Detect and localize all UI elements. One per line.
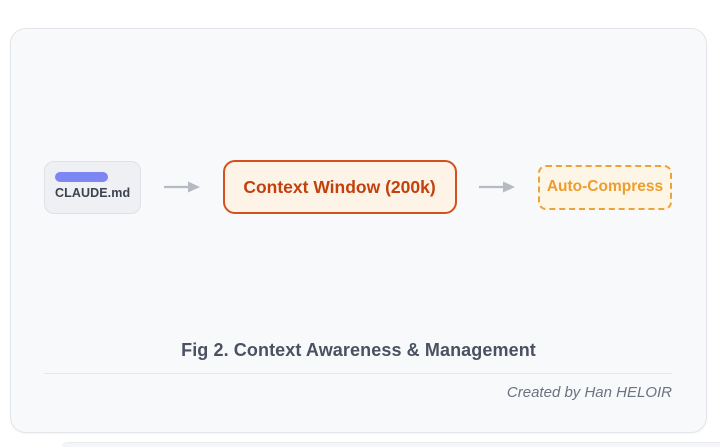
figure-card: CLAUDE.md Context Window (200k) Auto-Com… [10, 28, 707, 433]
file-bar-icon [55, 171, 108, 182]
arrow-right-icon [479, 181, 516, 193]
node-claude-md: CLAUDE.md [44, 160, 141, 214]
attribution: Created by Han HELOIR [506, 384, 672, 401]
node-claude-md-label: CLAUDE.md [55, 185, 131, 200]
figure-caption: Fig 2. Context Awareness & Management [181, 340, 536, 360]
next-card-edge [62, 442, 720, 447]
node-context-window: Context Window (200k) [222, 160, 457, 214]
node-auto-compress-label: Auto-Compress [546, 178, 664, 195]
node-auto-compress: Auto-Compress [538, 164, 672, 210]
divider [44, 373, 672, 374]
node-context-window-label: Context Window (200k) [243, 176, 436, 197]
flow-diagram: CLAUDE.md Context Window (200k) Auto-Com… [44, 160, 672, 214]
arrow-right-icon [163, 181, 200, 193]
